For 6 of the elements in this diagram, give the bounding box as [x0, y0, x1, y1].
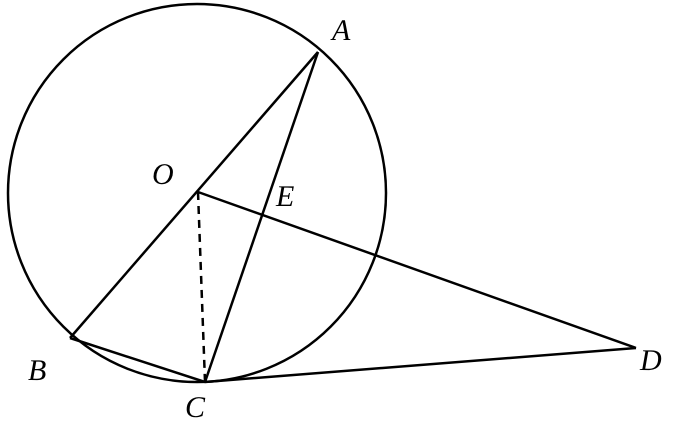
point-label: E: [276, 182, 294, 212]
point-label: C: [185, 393, 206, 423]
point-label: A: [332, 16, 350, 46]
point-label: B: [28, 356, 46, 386]
point-label: D: [640, 346, 662, 376]
point-label: O: [152, 160, 174, 190]
